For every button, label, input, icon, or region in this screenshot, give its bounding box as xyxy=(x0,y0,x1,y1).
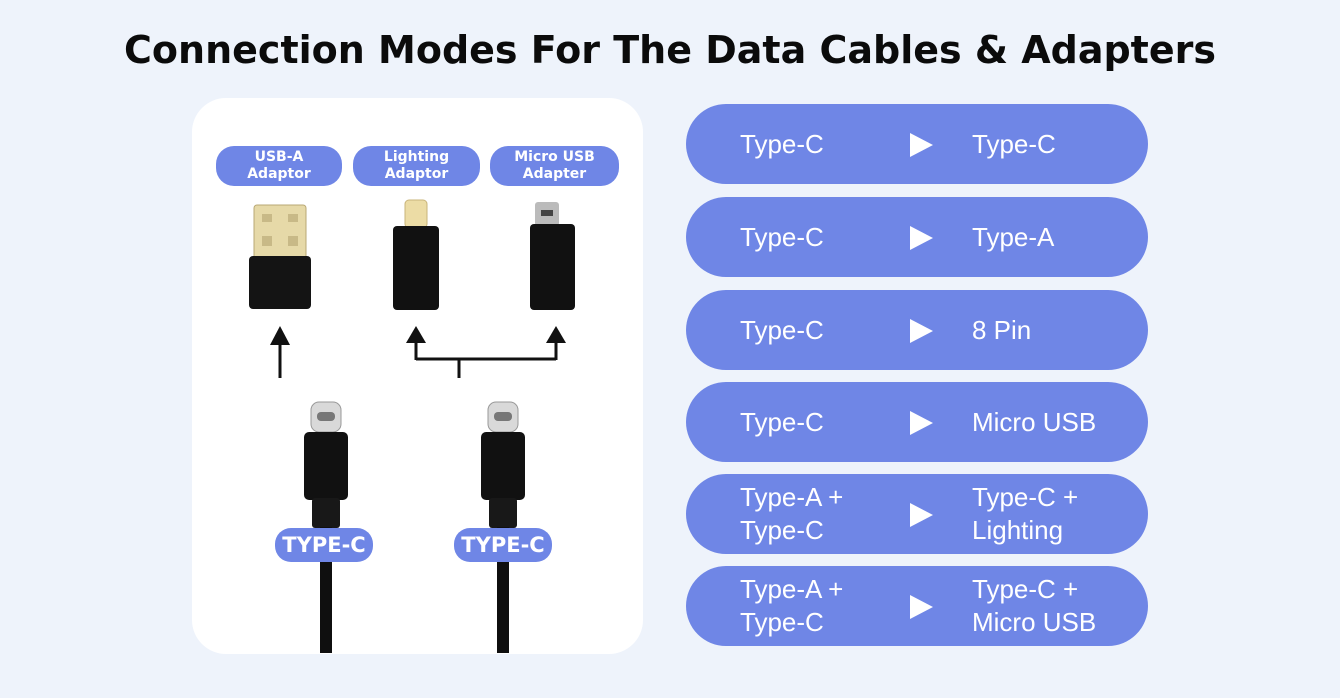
mode-source-text: Type-C xyxy=(740,128,824,159)
mode-target: Type-C + Micro USB xyxy=(972,566,1142,646)
cable-label-right: TYPE-C xyxy=(454,528,552,562)
cable-label-left: TYPE-C xyxy=(275,528,373,562)
adapter-label-line: Adaptor xyxy=(384,166,449,182)
play-arrow-icon xyxy=(910,226,933,250)
mode-target-text: Type-C xyxy=(972,128,1056,159)
adapter-label-line: USB-A xyxy=(254,149,304,165)
mode-source-text: Type-C xyxy=(740,221,824,252)
adapter-label-line: Lighting xyxy=(383,149,450,165)
micro-usb-adapter-label: Micro USB Adapter xyxy=(490,146,619,186)
mode-row: Type-A + Type-C Type-C + Lighting xyxy=(686,474,1148,554)
micro-usb-adaptor-image xyxy=(530,202,575,310)
mode-source: Type-C xyxy=(740,382,910,462)
mode-source: Type-C xyxy=(740,197,910,277)
play-arrow-icon xyxy=(910,133,933,157)
mode-row: Type-C Type-C xyxy=(686,104,1148,184)
mode-target: 8 Pin xyxy=(972,290,1142,370)
mode-target-text: 8 Pin xyxy=(972,314,1032,345)
adapter-label-line: Adapter xyxy=(522,166,587,182)
lightning-adaptor-image xyxy=(393,199,439,310)
mode-source: Type-C xyxy=(740,104,910,184)
mode-row: Type-C Micro USB xyxy=(686,382,1148,462)
page-title: Connection Modes For The Data Cables & A… xyxy=(124,28,1216,72)
mode-source-text: Type-C xyxy=(740,314,824,345)
mode-source-text: Type-C xyxy=(740,515,824,545)
mode-source: Type-A + Type-C xyxy=(740,566,910,646)
mode-target: Type-C + Lighting xyxy=(972,474,1142,554)
mode-target: Type-C xyxy=(972,104,1142,184)
mode-source: Type-C xyxy=(740,290,910,370)
usb-a-adaptor-image xyxy=(249,204,311,309)
lightning-adaptor-label: Lighting Adaptor xyxy=(353,146,480,186)
mode-source-text: Type-A + xyxy=(740,482,844,512)
mode-target: Type-A xyxy=(972,197,1142,277)
mode-target-text: Micro USB xyxy=(972,607,1097,637)
usb-a-adaptor-label: USB-A Adaptor xyxy=(216,146,342,186)
mode-target-text: Type-C + xyxy=(972,482,1079,512)
connection-arrows xyxy=(270,326,566,378)
mode-target-text: Type-A xyxy=(972,221,1055,252)
mode-source-text: Type-A + xyxy=(740,574,844,604)
mode-row: Type-A + Type-C Type-C + Micro USB xyxy=(686,566,1148,646)
play-arrow-icon xyxy=(910,319,933,343)
play-arrow-icon xyxy=(910,595,933,619)
mode-target-text: Lighting xyxy=(972,515,1064,545)
mode-row: Type-C 8 Pin xyxy=(686,290,1148,370)
adapter-label-line: Micro USB xyxy=(514,149,595,165)
mode-source-text: Type-C xyxy=(740,607,824,637)
mode-target-text: Type-C + xyxy=(972,574,1079,604)
mode-target: Micro USB xyxy=(972,382,1142,462)
play-arrow-icon xyxy=(910,503,933,527)
mode-row: Type-C Type-A xyxy=(686,197,1148,277)
adapter-illustration-panel xyxy=(192,98,643,654)
play-arrow-icon xyxy=(910,411,933,435)
mode-target-text: Micro USB xyxy=(972,406,1097,437)
mode-source-text: Type-C xyxy=(740,406,824,437)
mode-source: Type-A + Type-C xyxy=(740,474,910,554)
adapter-label-line: Adaptor xyxy=(247,166,311,182)
